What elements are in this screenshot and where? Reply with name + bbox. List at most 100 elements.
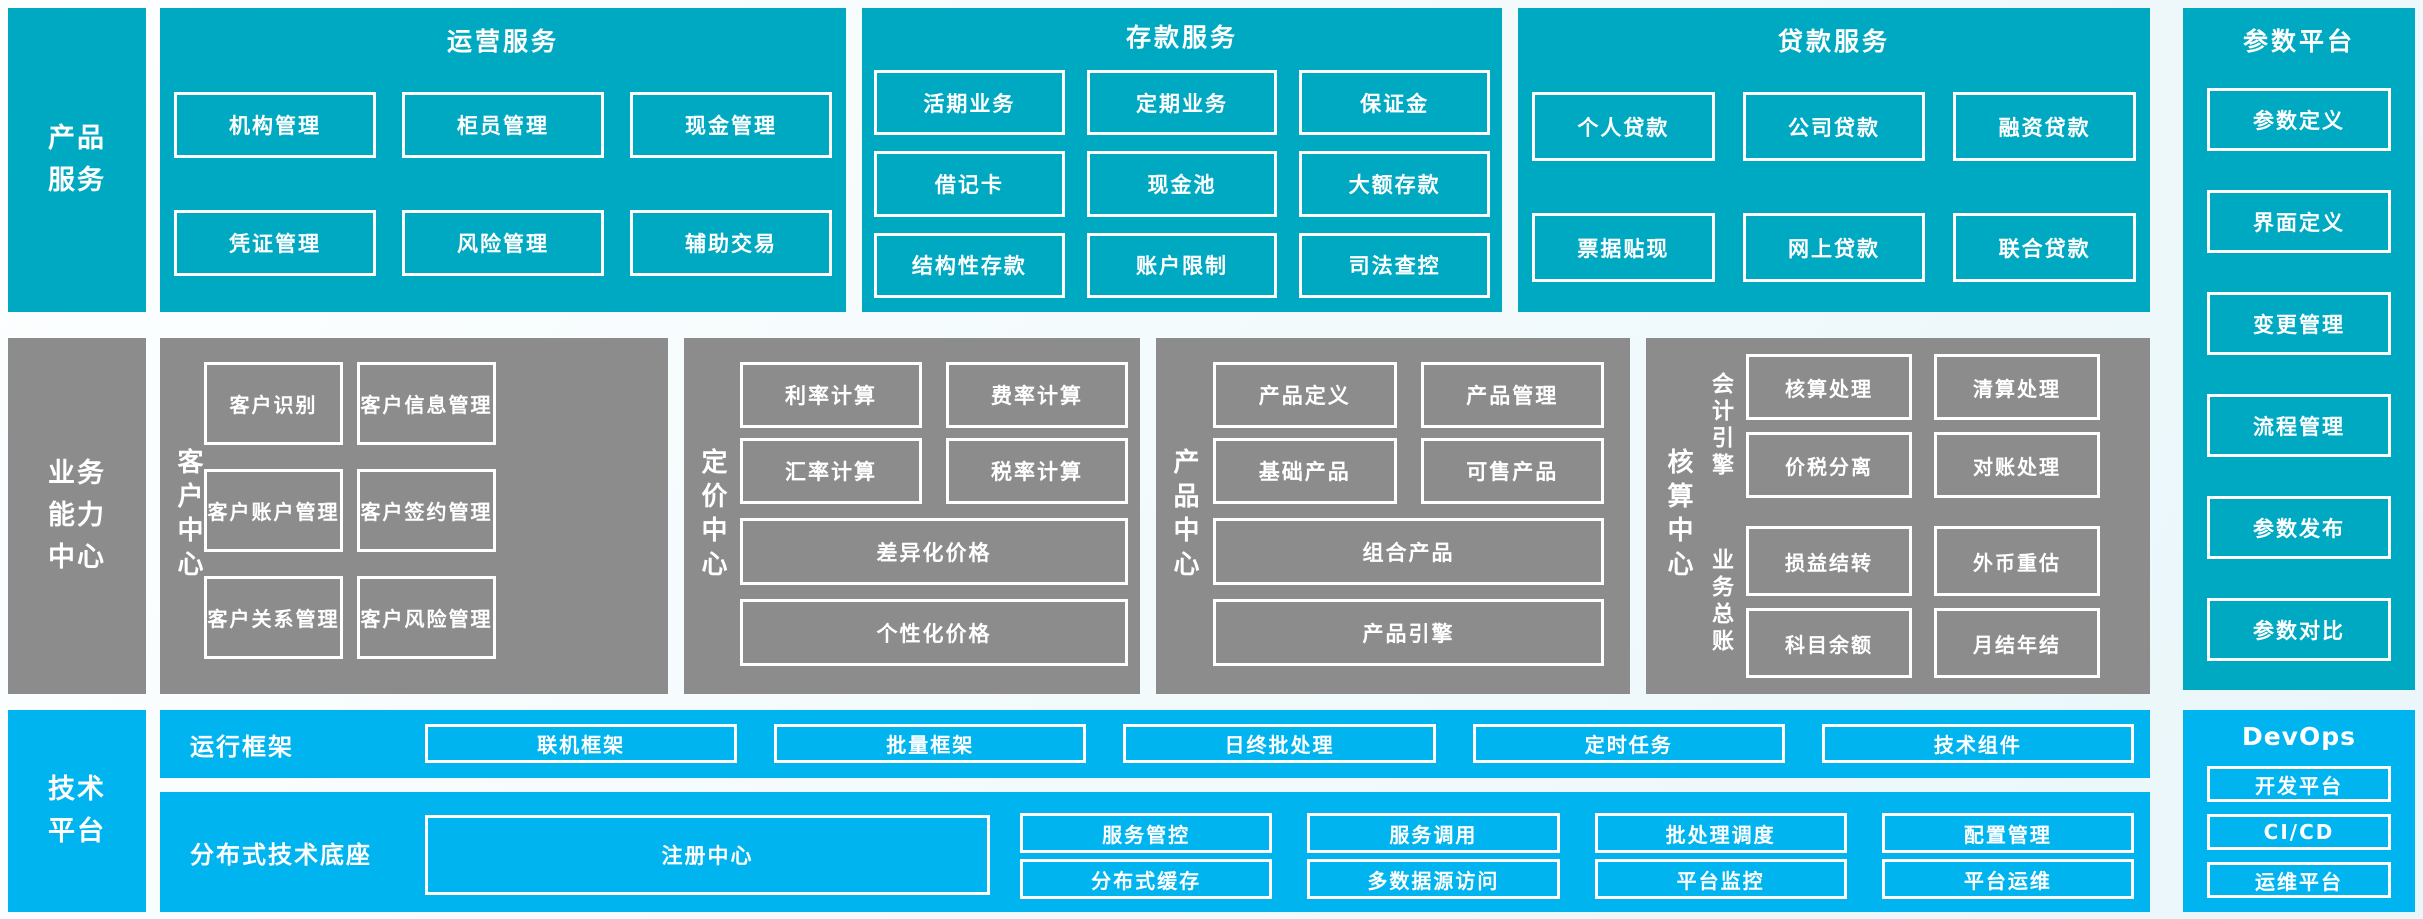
business-ledger-label: 业务总账 xyxy=(1708,548,1733,656)
service-box: 运维平台 xyxy=(2207,862,2391,898)
service-box: 变更管理 xyxy=(2207,292,2391,355)
accounting-engine-boxes: 核算处理清算处理价税分离对账处理 xyxy=(1746,354,2100,498)
runtime-framework-boxes: 联机框架批量框架日终批处理定时任务技术组件 xyxy=(425,724,2135,763)
service-box: 基础产品 xyxy=(1213,438,1397,504)
deposit-services-section: 存款服务 活期业务定期业务保证金借记卡现金池大额存款结构性存款账户限制司法查控 xyxy=(862,8,1502,312)
business-ledger-boxes: 损益结转外币重估科目余额月结年结 xyxy=(1746,526,2100,678)
distributed-base-label: 分布式技术底座 xyxy=(190,840,372,869)
customer-center-boxes: 客户识别客户信息管理客户账户管理客户签约管理客户关系管理客户风险管理 xyxy=(204,362,496,659)
product-services-row-label: 产品 服务 xyxy=(8,8,146,312)
business-capability-row-label: 业务 能力 中心 xyxy=(8,338,146,694)
distributed-base-boxes: 服务管控服务调用批处理调度配置管理分布式缓存多数据源访问平台监控平台运维 xyxy=(1020,813,2134,899)
service-box: 客户账户管理 xyxy=(204,469,343,552)
customer-center-section: 客户中心 客户识别客户信息管理客户账户管理客户签约管理客户关系管理客户风险管理 xyxy=(160,338,668,694)
service-box: 借记卡 xyxy=(874,151,1065,217)
devops-section: DevOps 开发平台 CI/CD 运维平台 xyxy=(2183,710,2415,912)
accounting-center-label: 核算中心 xyxy=(1663,448,1693,584)
service-box: 科目余额 xyxy=(1746,608,1912,678)
service-box: 流程管理 xyxy=(2207,394,2391,457)
service-box: 定期业务 xyxy=(1086,70,1278,136)
service-box: 日终批处理 xyxy=(1123,724,1436,763)
service-box: 损益结转 xyxy=(1746,526,1912,596)
service-box: 核算处理 xyxy=(1746,354,1912,420)
service-box: 服务管控 xyxy=(1020,813,1273,853)
service-box: 价税分离 xyxy=(1746,432,1912,498)
deposit-services-title: 存款服务 xyxy=(1125,23,1238,52)
parameter-platform-boxes: 参数定义界面定义变更管理流程管理参数发布参数对比 xyxy=(2207,88,2391,661)
pricing-center-grid: 利率计算费率计算汇率计算税率计算 xyxy=(740,362,1128,504)
service-box: 平台监控 xyxy=(1594,859,1847,899)
service-box: 联机框架 xyxy=(425,724,738,763)
parameter-platform-section: 参数平台 参数定义界面定义变更管理流程管理参数发布参数对比 xyxy=(2183,8,2415,690)
runtime-framework-band: 运行框架 联机框架批量框架日终批处理定时任务技术组件 xyxy=(160,710,2150,778)
service-box: 界面定义 xyxy=(2207,190,2391,253)
operations-services-title: 运营服务 xyxy=(446,27,559,56)
service-box: 机构管理 xyxy=(174,92,376,158)
service-box: 月结年结 xyxy=(1934,608,2100,678)
service-box: 参数定义 xyxy=(2207,88,2391,151)
loan-services-section: 贷款服务 个人贷款公司贷款融资贷款票据贴现网上贷款联合贷款 xyxy=(1518,8,2150,312)
service-box: 配置管理 xyxy=(1881,813,2134,853)
service-box: 柜员管理 xyxy=(402,92,604,158)
service-box: 定时任务 xyxy=(1472,724,1785,763)
service-box: 汇率计算 xyxy=(740,438,922,504)
service-box: 产品引擎 xyxy=(1213,599,1604,666)
service-box: 对账处理 xyxy=(1934,432,2100,498)
pricing-center-section: 定价中心 利率计算费率计算汇率计算税率计算 差异化价格个性化价格 xyxy=(684,338,1140,694)
service-box: 凭证管理 xyxy=(174,210,376,276)
service-box: 现金管理 xyxy=(630,92,832,158)
deposit-services-boxes: 活期业务定期业务保证金借记卡现金池大额存款结构性存款账户限制司法查控 xyxy=(874,70,1490,298)
service-box: 网上贷款 xyxy=(1742,213,1926,282)
business-ledger-group: 业务总账 损益结转外币重估科目余额月结年结 xyxy=(1704,526,2100,678)
devops-title: DevOps xyxy=(2241,722,2357,751)
product-center-grid: 产品定义产品管理基础产品可售产品 xyxy=(1213,362,1604,504)
service-box: 客户签约管理 xyxy=(357,469,496,552)
service-box: 分布式缓存 xyxy=(1020,859,1273,899)
service-box: 活期业务 xyxy=(874,70,1065,136)
service-box: 税率计算 xyxy=(946,438,1128,504)
loan-services-title: 贷款服务 xyxy=(1777,27,1890,56)
service-box: 参数发布 xyxy=(2207,496,2391,559)
service-box: 账户限制 xyxy=(1086,232,1278,298)
service-box: CI/CD xyxy=(2207,814,2391,850)
service-box: 风险管理 xyxy=(402,210,604,276)
service-box: 批量框架 xyxy=(774,724,1087,763)
service-box: 平台运维 xyxy=(1881,859,2134,899)
service-box: 辅助交易 xyxy=(630,210,832,276)
accounting-center-section: 核算中心 会计引擎 核算处理清算处理价税分离对账处理 业务总账 损益结转外币重估… xyxy=(1646,338,2150,694)
accounting-engine-label: 会计引擎 xyxy=(1708,372,1733,480)
loan-services-boxes: 个人贷款公司贷款融资贷款票据贴现网上贷款联合贷款 xyxy=(1532,92,2136,282)
service-box: 客户信息管理 xyxy=(357,362,496,445)
service-box: 外币重估 xyxy=(1934,526,2100,596)
service-box: 客户风险管理 xyxy=(357,576,496,659)
product-center-section: 产品中心 产品定义产品管理基础产品可售产品 组合产品产品引擎 xyxy=(1156,338,1630,694)
service-box: 可售产品 xyxy=(1420,438,1604,504)
service-box: 产品定义 xyxy=(1213,362,1397,428)
service-box: 客户识别 xyxy=(204,362,343,445)
tech-platform-row-label: 技术 平台 xyxy=(8,710,146,912)
service-box: 司法查控 xyxy=(1299,232,1490,298)
service-box: 服务调用 xyxy=(1307,813,1560,853)
service-box: 公司贷款 xyxy=(1742,92,1926,161)
service-box: 参数对比 xyxy=(2207,598,2391,661)
runtime-framework-label: 运行框架 xyxy=(190,732,294,761)
service-box: 联合贷款 xyxy=(1953,213,2136,282)
service-box: 清算处理 xyxy=(1934,354,2100,420)
service-box: 现金池 xyxy=(1086,151,1278,217)
service-box: 产品管理 xyxy=(1420,362,1604,428)
devops-boxes: 开发平台 CI/CD 运维平台 xyxy=(2207,766,2391,898)
registry-center-box: 注册中心 xyxy=(425,815,990,895)
service-box: 结构性存款 xyxy=(874,232,1065,298)
service-box: 利率计算 xyxy=(740,362,922,428)
pricing-center-label: 定价中心 xyxy=(697,448,727,584)
product-center-label: 产品中心 xyxy=(1169,448,1199,584)
operations-services-section: 运营服务 机构管理柜员管理现金管理凭证管理风险管理辅助交易 xyxy=(160,8,846,312)
service-box: 技术组件 xyxy=(1821,724,2135,763)
accounting-engine-group: 会计引擎 核算处理清算处理价税分离对账处理 xyxy=(1704,354,2100,498)
operations-services-boxes: 机构管理柜员管理现金管理凭证管理风险管理辅助交易 xyxy=(174,92,832,276)
customer-center-label: 客户中心 xyxy=(173,448,203,584)
service-box: 大额存款 xyxy=(1299,151,1490,217)
pricing-center-wide: 差异化价格个性化价格 xyxy=(740,518,1128,666)
service-box: 开发平台 xyxy=(2207,766,2391,802)
